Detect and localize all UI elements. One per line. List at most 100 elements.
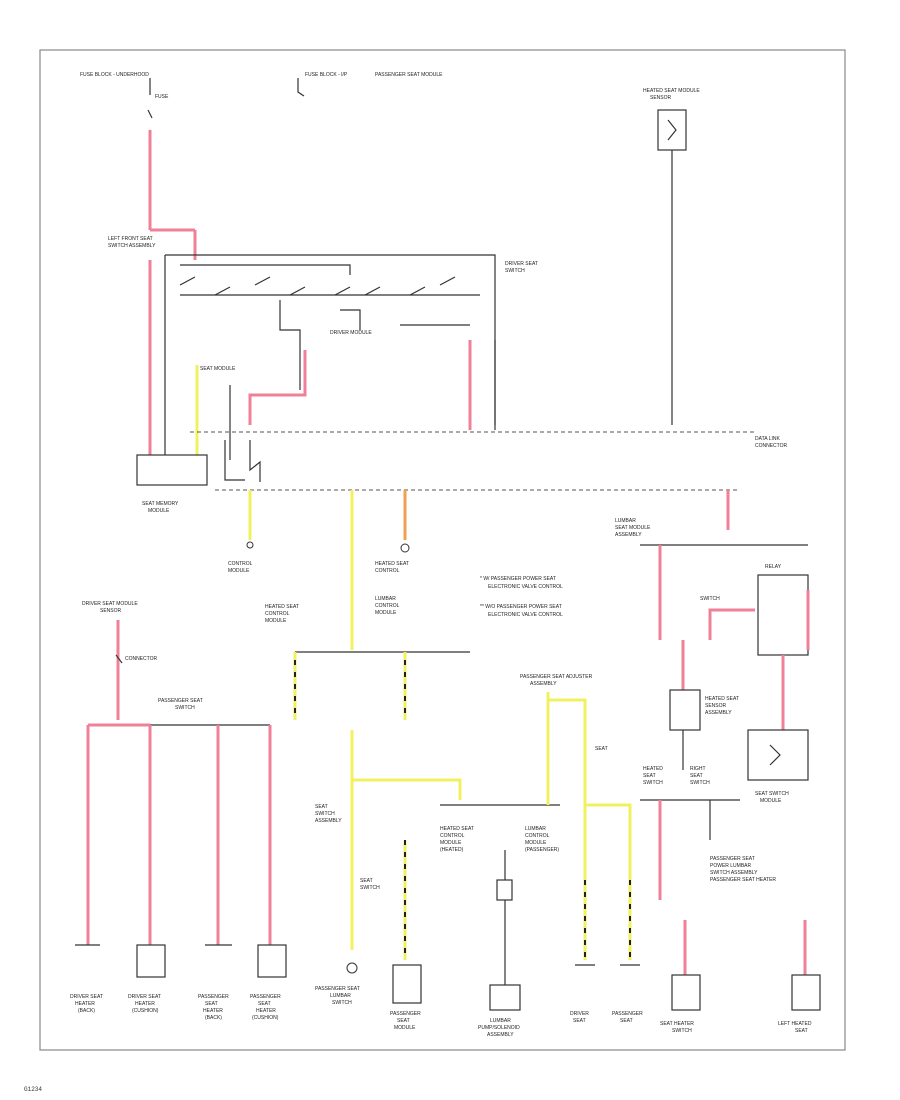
mid-right-labels: HEATED SEAT SWITCH RIGHT SEAT SWITCH PAS… [643, 766, 776, 883]
svg-text:FUSE BLOCK - UNDERHOOD: FUSE BLOCK - UNDERHOOD [80, 72, 149, 78]
legend: * W/ PASSENGER POWER SEAT ELECTRONIC VAL… [480, 576, 563, 618]
svg-text:SEAT: SEAT [258, 1001, 271, 1007]
svg-text:DRIVER: DRIVER [570, 1011, 589, 1017]
left-heated-seat: LEFT HEATED SEAT [778, 974, 821, 1034]
svg-text:CONNECTOR: CONNECTOR [125, 656, 158, 662]
svg-text:FUSE: FUSE [155, 94, 169, 100]
lumbar-seat-module: LUMBAR SEAT MODULE ASSEMBLY RELAY SWITCH [615, 490, 810, 656]
svg-text:DRIVER SEAT MODULE: DRIVER SEAT MODULE [82, 601, 138, 607]
left-seat-switch: DRIVER SEAT MODULE SENSOR CONNECTOR PASS… [82, 601, 270, 727]
svg-text:CONTROL: CONTROL [265, 611, 290, 617]
svg-text:SEAT MODULE: SEAT MODULE [615, 525, 651, 531]
svg-text:PASSENGER: PASSENGER [250, 994, 281, 1000]
svg-text:PASSENGER SEAT: PASSENGER SEAT [710, 856, 755, 862]
passenger-seat-heater-cushion: PASSENGER SEAT HEATER (CUSHION) [250, 944, 287, 1021]
center-labels: CONTROL MODULE HEATED SEAT CONTROL MODUL… [228, 561, 409, 624]
svg-text:DRIVER SEAT: DRIVER SEAT [128, 994, 161, 1000]
svg-text:SEAT SWITCH: SEAT SWITCH [755, 791, 789, 797]
svg-text:SEAT MEMORY: SEAT MEMORY [142, 501, 179, 507]
svg-text:CONTROL: CONTROL [375, 568, 400, 574]
svg-text:ELECTRONIC VALVE CONTROL: ELECTRONIC VALVE CONTROL [488, 612, 563, 618]
svg-text:SEAT: SEAT [795, 1028, 808, 1034]
svg-text:ASSEMBLY: ASSEMBLY [705, 710, 732, 716]
svg-text:ELECTRONIC VALVE CONTROL: ELECTRONIC VALVE CONTROL [488, 584, 563, 590]
svg-text:SWITCH: SWITCH [175, 705, 195, 711]
svg-text:LUMBAR: LUMBAR [330, 993, 351, 999]
svg-text:PASSENGER SEAT MODULE: PASSENGER SEAT MODULE [375, 72, 443, 78]
svg-text:MODULE: MODULE [440, 840, 462, 846]
svg-text:(HEATED): (HEATED) [440, 847, 464, 853]
svg-text:MODULE: MODULE [265, 618, 287, 624]
passenger-seat-lumbar-switch: PASSENGER SEAT LUMBAR SWITCH [315, 962, 360, 1006]
seat-memory-module: SEAT MEMORY MODULE [136, 440, 261, 514]
svg-text:SWITCH: SWITCH [690, 780, 710, 786]
svg-text:HEATER: HEATER [135, 1001, 155, 1007]
svg-text:LUMBAR: LUMBAR [525, 826, 546, 832]
svg-text:ASSEMBLY: ASSEMBLY [487, 1032, 514, 1038]
heated-seat-sensor-relay: HEATED SEAT SENSOR ASSEMBLY SEAT SWITCH … [640, 640, 809, 804]
svg-text:SEAT: SEAT [690, 773, 703, 779]
svg-text:PASSENGER SEAT: PASSENGER SEAT [158, 698, 203, 704]
svg-text:MODULE: MODULE [525, 840, 547, 846]
svg-text:SEAT: SEAT [620, 1018, 633, 1024]
data-link-bus: DATA LINK CONNECTOR [190, 431, 788, 449]
svg-text:PASSENGER: PASSENGER [612, 1011, 643, 1017]
svg-text:DATA LINK: DATA LINK [755, 436, 780, 442]
driver-seat-ground: DRIVER SEAT [570, 964, 595, 1024]
passenger-seat-module: PASSENGER SEAT MODULE [390, 964, 422, 1031]
svg-text:RIGHT: RIGHT [690, 766, 706, 772]
svg-text:MODULE: MODULE [228, 568, 250, 574]
svg-text:PASSENGER SEAT: PASSENGER SEAT [315, 986, 360, 992]
svg-text:DRIVER SEAT: DRIVER SEAT [70, 994, 103, 1000]
driver-seat-heater-cushion: DRIVER SEAT HEATER (CUSHION) [128, 944, 166, 1014]
svg-text:HEATED SEAT: HEATED SEAT [705, 696, 739, 702]
passenger-seat-ground: PASSENGER SEAT [612, 964, 643, 1024]
svg-text:ASSEMBLY: ASSEMBLY [315, 818, 342, 824]
svg-text:(CUSHION): (CUSHION) [132, 1008, 159, 1014]
svg-text:SENSOR: SENSOR [705, 703, 727, 709]
svg-text:(CUSHION): (CUSHION) [252, 1015, 279, 1021]
svg-text:HEATER: HEATER [203, 1008, 223, 1014]
svg-text:CONTROL: CONTROL [440, 833, 465, 839]
svg-text:FUSE BLOCK - I/P: FUSE BLOCK - I/P [305, 72, 348, 78]
svg-text:HEATER: HEATER [256, 1008, 276, 1014]
svg-text:SEAT MODULE: SEAT MODULE [200, 366, 236, 372]
svg-text:SWITCH: SWITCH [672, 1028, 692, 1034]
svg-text:PASSENGER SEAT HEATER: PASSENGER SEAT HEATER [710, 877, 776, 883]
svg-text:SEAT: SEAT [315, 804, 328, 810]
svg-text:CONTROL: CONTROL [228, 561, 253, 567]
svg-text:SEAT: SEAT [205, 1001, 218, 1007]
svg-text:(BACK): (BACK) [205, 1015, 222, 1021]
svg-text:(BACK): (BACK) [78, 1008, 95, 1014]
svg-text:PASSENGER SEAT ADJUSTER: PASSENGER SEAT ADJUSTER [520, 674, 593, 680]
fuse-feed-left: FUSE BLOCK - UNDERHOOD FUSE LEFT FRONT S… [80, 72, 197, 260]
svg-text:HEATER: HEATER [75, 1001, 95, 1007]
svg-text:* W/ PASSENGER POWER SEAT: * W/ PASSENGER POWER SEAT [480, 576, 556, 582]
svg-text:SEAT: SEAT [643, 773, 656, 779]
svg-text:DRIVER SEAT: DRIVER SEAT [505, 261, 538, 267]
svg-text:LUMBAR: LUMBAR [490, 1018, 511, 1024]
svg-text:(PASSENGER): (PASSENGER) [525, 847, 559, 853]
svg-text:SWITCH: SWITCH [360, 885, 380, 891]
svg-text:PASSENGER: PASSENGER [198, 994, 229, 1000]
svg-text:ASSEMBLY: ASSEMBLY [530, 681, 557, 687]
svg-text:SWITCH ASSEMBLY: SWITCH ASSEMBLY [108, 243, 156, 249]
svg-text:SWITCH: SWITCH [332, 1000, 352, 1006]
fuse-feed-mid: FUSE BLOCK - I/P PASSENGER SEAT MODULE [297, 72, 443, 97]
svg-text:LUMBAR: LUMBAR [615, 518, 636, 524]
driver-seat-switch-bank: DRIVER SEAT SWITCH DRIVER MODULE [164, 254, 538, 460]
seat-heater-switch: SEAT HEATER SWITCH [660, 974, 701, 1034]
svg-text:POWER LUMBAR: POWER LUMBAR [710, 863, 752, 869]
svg-text:PUMP/SOLENOID: PUMP/SOLENOID [478, 1025, 520, 1031]
svg-text:DRIVER MODULE: DRIVER MODULE [330, 330, 372, 336]
svg-text:SEAT: SEAT [360, 878, 373, 884]
svg-text:HEATED SEAT: HEATED SEAT [440, 826, 474, 832]
svg-text:LEFT HEATED: LEFT HEATED [778, 1021, 812, 1027]
passenger-seat-heater-back: PASSENGER SEAT HEATER (BACK) [198, 944, 232, 1021]
svg-text:ASSEMBLY: ASSEMBLY [615, 532, 642, 538]
seat-module-yellow: PASSENGER SEAT ADJUSTER ASSEMBLY SEAT [496, 674, 632, 985]
yellow-control-lines: SEAT SWITCH ASSEMBLY SEAT SWITCH HEATED … [315, 730, 560, 960]
svg-text:MODULE: MODULE [148, 508, 170, 514]
svg-text:SENSOR: SENSOR [100, 608, 122, 614]
